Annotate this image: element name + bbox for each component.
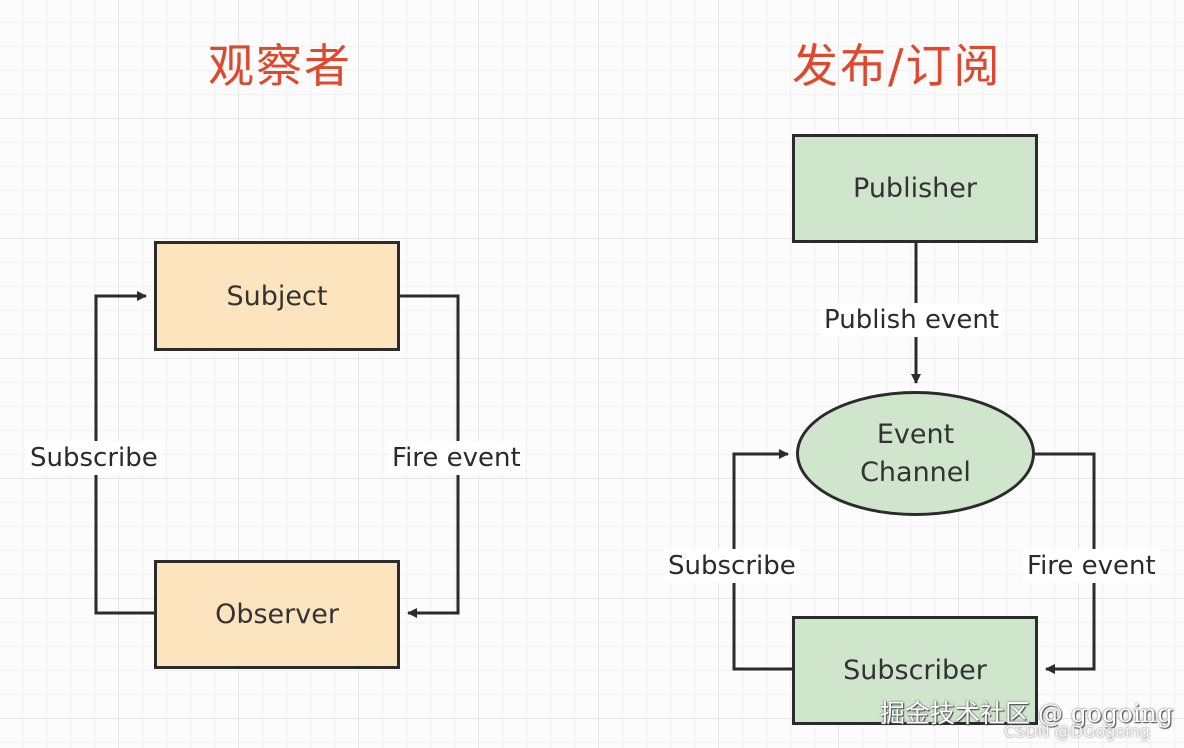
subscribe-edge-label-right: Subscribe xyxy=(664,549,800,583)
subject-node: Subject xyxy=(154,241,400,351)
event-channel-label-line1: Event xyxy=(876,418,955,450)
fire-event-edge-label-right: Fire event xyxy=(1023,549,1160,583)
fire-event-edge-label-left: Fire event xyxy=(388,441,525,475)
observer-node: Observer xyxy=(154,560,400,669)
publish-event-edge-label: Publish event xyxy=(820,303,1003,337)
pubsub-title: 发布/订阅 xyxy=(792,39,1002,93)
publisher-label: Publisher xyxy=(853,173,977,204)
observer-label: Observer xyxy=(215,599,339,630)
subscriber-node: Subscriber xyxy=(792,616,1038,725)
subject-label: Subject xyxy=(226,280,328,312)
publisher-node: Publisher xyxy=(792,134,1038,243)
csdn-watermark: CSDN @DGogoing xyxy=(1004,722,1150,741)
subscriber-label: Subscriber xyxy=(843,655,987,686)
event-channel-node: Event Channel xyxy=(796,391,1035,516)
observer-title: 观察者 xyxy=(208,39,352,93)
juejin-watermark: 掘金技术社区 @ gogoing xyxy=(880,699,1174,728)
event-channel-label-line2: Channel xyxy=(860,456,971,488)
subscribe-edge-label-left: Subscribe xyxy=(26,441,162,475)
